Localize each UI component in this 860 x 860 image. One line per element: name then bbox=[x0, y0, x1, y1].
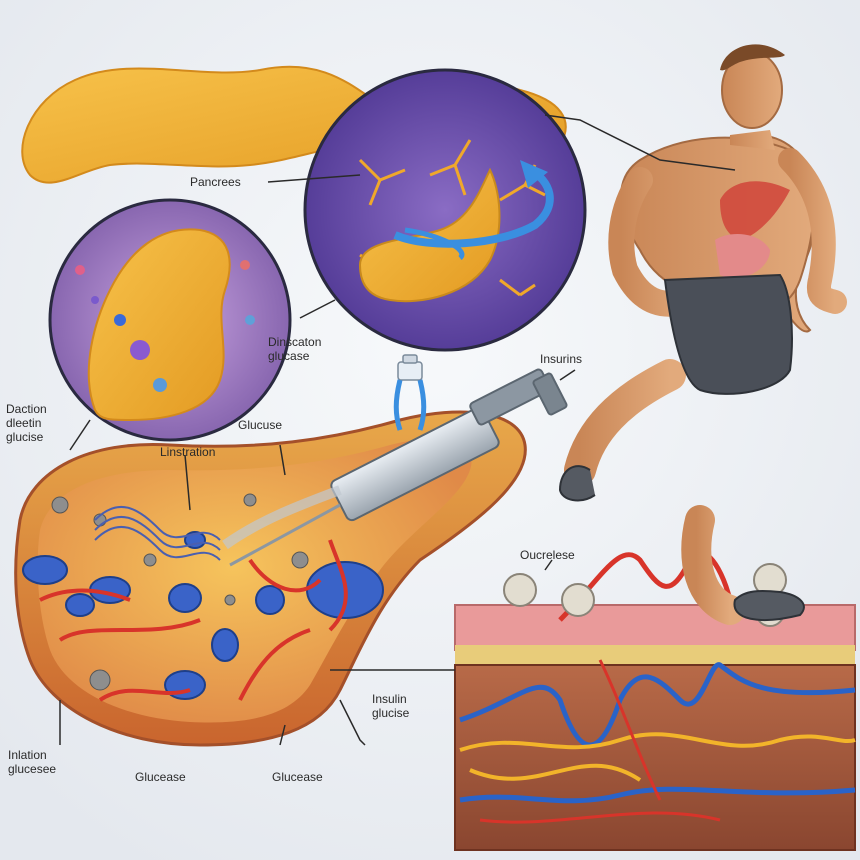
body-intestine bbox=[715, 234, 770, 279]
syringe bbox=[222, 368, 568, 567]
insulin-vial bbox=[393, 354, 427, 431]
label-dinscation: Dinscaton glucase bbox=[268, 335, 322, 363]
liver-fibers bbox=[94, 505, 221, 561]
tissue-lobe bbox=[87, 228, 231, 422]
leader-lines bbox=[59, 114, 736, 746]
label-insurins: Insurins bbox=[540, 352, 583, 366]
label-glucease-2: Glucease bbox=[272, 770, 323, 784]
flow-arrow-head bbox=[520, 160, 548, 188]
label-daction: Daction dleetin glucise bbox=[6, 402, 47, 444]
flow-arrow bbox=[393, 166, 554, 248]
liver-vessels bbox=[39, 539, 348, 702]
label-pancreas: Pancrees bbox=[190, 175, 241, 189]
tissue-yellow-vessels bbox=[459, 732, 856, 782]
runner-figure bbox=[558, 44, 847, 625]
skin-tissue-block bbox=[454, 604, 856, 851]
label-glucuse: Glucuse bbox=[238, 418, 283, 432]
label-insulin-glucise: Insulin glucise bbox=[372, 692, 410, 720]
tissue-blue-vessels bbox=[459, 662, 856, 804]
label-inlation: Inlation glucesee bbox=[8, 748, 57, 776]
label-oucrelese: Oucrelese bbox=[520, 548, 575, 562]
runner-shorts bbox=[663, 273, 793, 395]
tissue-red-vessels bbox=[479, 659, 721, 824]
label-linstration: Linstration bbox=[160, 445, 216, 459]
flow-arrow-2 bbox=[404, 227, 465, 260]
body-organs bbox=[720, 181, 790, 240]
tissue-dots bbox=[75, 260, 255, 392]
label-glucease-1: Glucease bbox=[135, 770, 186, 784]
liver-particles bbox=[51, 493, 309, 691]
